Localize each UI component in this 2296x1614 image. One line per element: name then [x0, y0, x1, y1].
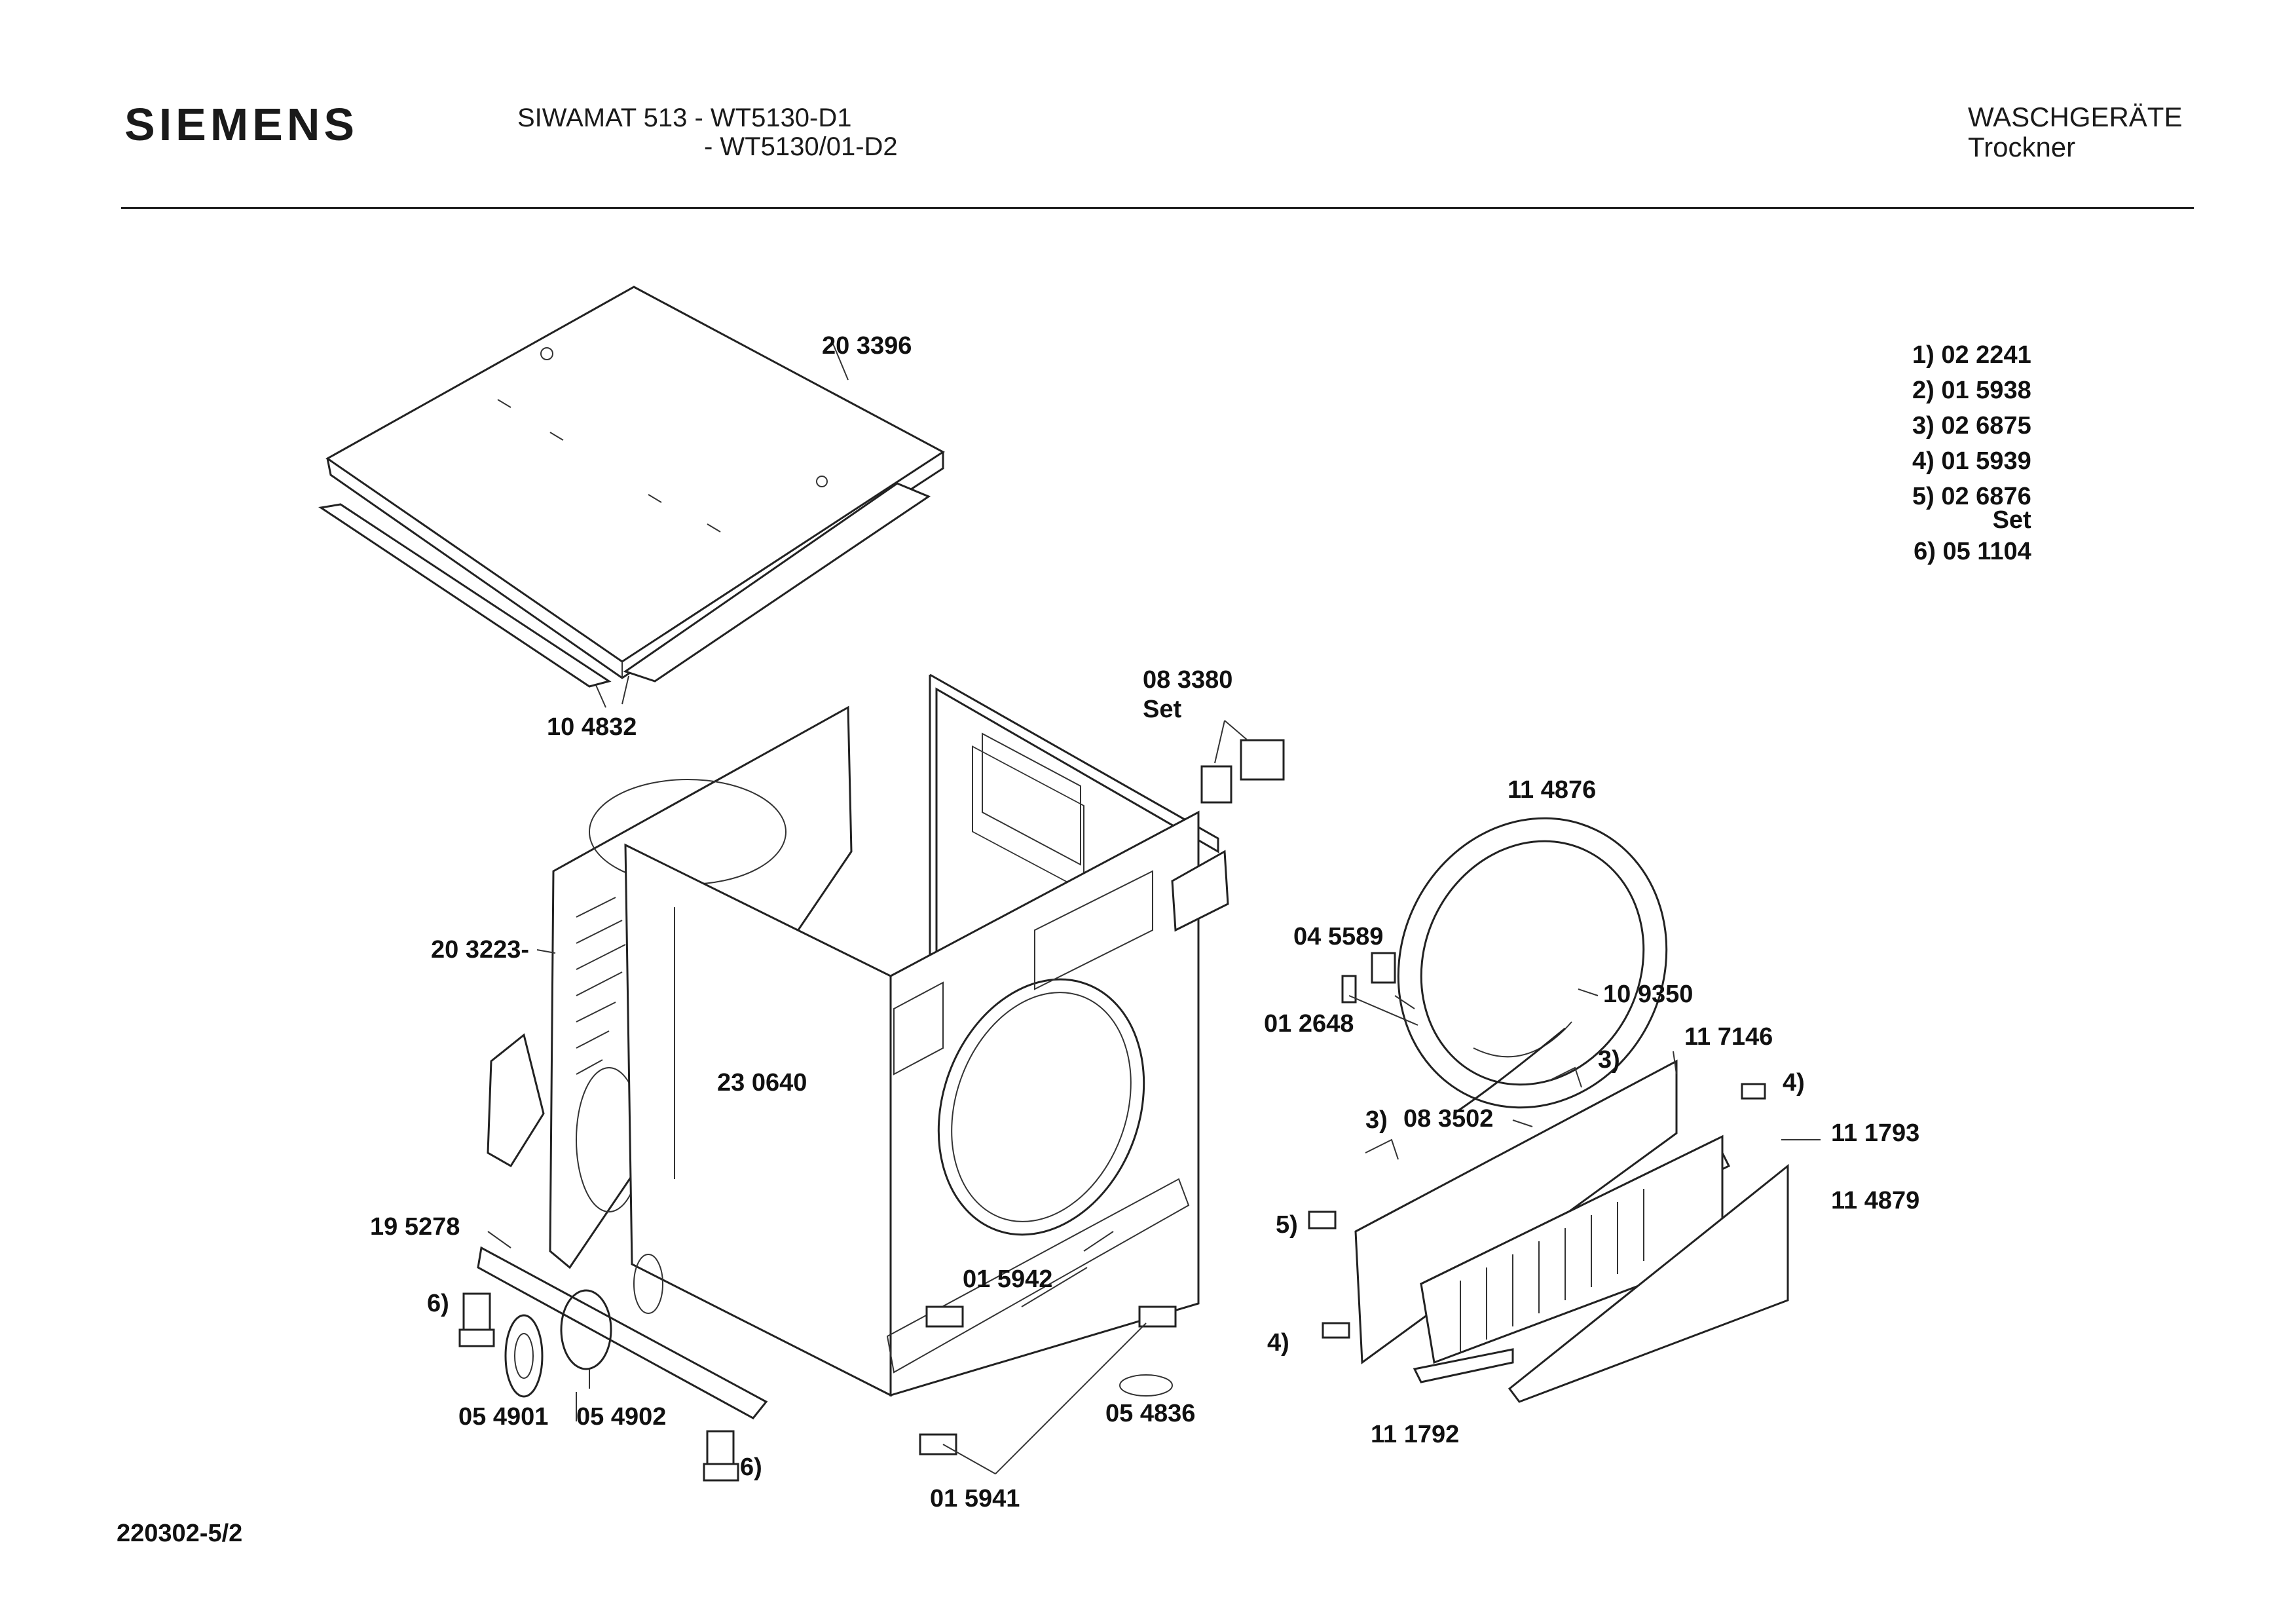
leader-lines	[487, 949, 1821, 1474]
label-05-4901: 05 4901	[458, 1403, 548, 1431]
label-callout-6-bottom: 6)	[740, 1454, 762, 1481]
feet-drawing	[458, 1289, 1177, 1482]
legend-item-5: 5) 02 6876	[1912, 483, 2031, 510]
control-panel-drawing	[1308, 1059, 1789, 1403]
label-11-1792: 11 1792	[1371, 1421, 1459, 1448]
label-20-3396: 20 3396	[822, 332, 912, 360]
label-callout-4-right: 4)	[1783, 1069, 1805, 1097]
door-ring-drawing	[1341, 817, 1668, 1115]
label-08-3502: 08 3502	[1403, 1105, 1493, 1133]
label-04-5589: 04 5589	[1293, 923, 1383, 950]
label-callout-6-left: 6)	[427, 1290, 449, 1317]
label-11-4879: 11 4879	[1831, 1187, 1919, 1214]
label-20-3223: 20 3223-	[431, 936, 529, 964]
label-11-4876: 11 4876	[1508, 776, 1596, 804]
rear-frame-drawing	[929, 673, 1219, 956]
label-19-5278: 19 5278	[370, 1213, 460, 1241]
label-23-0640: 23 0640	[717, 1069, 807, 1097]
legend-item-3: 3) 02 6875	[1912, 412, 2031, 440]
label-01-5942: 01 5942	[963, 1266, 1052, 1293]
label-callout-3-lower: 3)	[1365, 1106, 1388, 1134]
label-05-4902: 05 4902	[576, 1403, 666, 1431]
label-11-7146: 11 7146	[1684, 1023, 1773, 1051]
legend-item-4: 4) 01 5939	[1912, 447, 2031, 475]
model-line-2: - WT5130/01-D2	[704, 132, 898, 161]
connector-set-drawing	[1171, 720, 1285, 932]
legend-item-5-note: Set	[1992, 506, 2031, 534]
header-divider	[121, 207, 2194, 209]
top-cover-drawing	[318, 286, 945, 708]
label-08-3380: 08 3380	[1143, 666, 1232, 694]
label-01-5941: 01 5941	[930, 1485, 1020, 1512]
label-callout-3-upper: 3)	[1598, 1046, 1620, 1074]
label-10-4832: 10 4832	[547, 713, 637, 741]
parts-legend: 1) 02 2241 2) 01 5938 3) 02 6875 4) 01 5…	[1912, 337, 2031, 569]
label-11-1793: 11 1793	[1831, 1119, 1919, 1147]
category-title: WASCHGERÄTE	[1968, 102, 2183, 132]
legend-item-1: 1) 02 2241	[1912, 341, 2031, 369]
model-line-1: SIWAMAT 513 - WT5130-D1	[517, 103, 852, 132]
legend-item-6: 6) 05 1104	[1914, 538, 2031, 565]
label-01-2648: 01 2648	[1264, 1010, 1354, 1038]
label-callout-5: 5)	[1276, 1211, 1298, 1239]
label-08-3380-set: Set	[1143, 696, 1181, 723]
document-number: 220302-5/2	[117, 1520, 243, 1547]
legend-item-2: 2) 01 5938	[1912, 377, 2031, 404]
front-cabinet-drawing	[477, 810, 1200, 1419]
label-05-4836: 05 4836	[1105, 1400, 1195, 1427]
brand-logo: SIEMENS	[124, 99, 359, 150]
subcategory-title: Trockner	[1968, 132, 2076, 162]
label-callout-4-left: 4)	[1267, 1329, 1289, 1357]
label-10-9350: 10 9350	[1603, 981, 1693, 1008]
